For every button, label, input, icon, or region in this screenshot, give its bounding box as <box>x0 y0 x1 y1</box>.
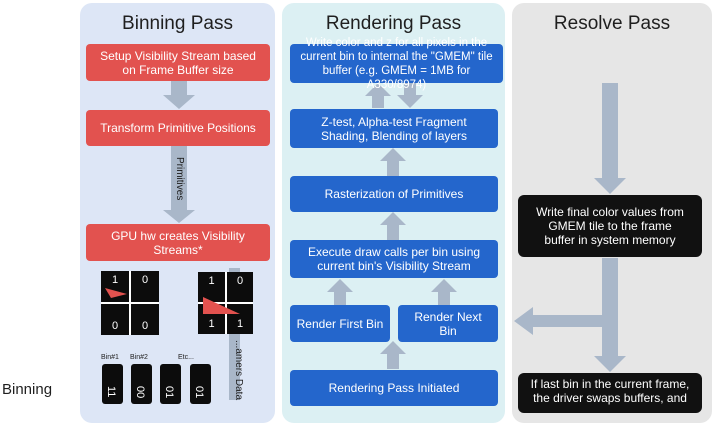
grid1-cell-bl: 0 <box>111 320 119 332</box>
stream-4-bits: 01 <box>193 386 205 399</box>
gpu-visibility-streams-box: GPU hw creates Visibility Streams* <box>86 224 270 261</box>
grid2-cell-tr: 0 <box>236 275 244 287</box>
arrow-setup-to-transform <box>163 81 195 109</box>
grid2-cell-tl: 1 <box>208 275 215 287</box>
arrow-resolve-to-lastbin <box>594 258 626 372</box>
visibility-stream-4: 01 <box>190 364 211 404</box>
grid2-divider-h <box>198 302 253 304</box>
render-next-bin-box: Render Next Bin <box>398 305 498 342</box>
binning-pass-title: Binning Pass <box>122 13 233 34</box>
rendering-pass-title: Rendering Pass <box>325 13 462 34</box>
grid2-triangle <box>203 297 240 314</box>
grid2-cell-br: 1 <box>236 318 244 330</box>
grid1-cell-tl: 1 <box>111 274 119 286</box>
rasterization-box: Rasterization of Primitives <box>290 176 498 212</box>
render-first-bin-box: Render First Bin <box>290 305 390 342</box>
arrow-write-to-ztest <box>397 83 423 108</box>
binning-caption: Binning <box>2 381 53 398</box>
resolve-pass-title: Resolve Pass <box>553 13 671 34</box>
arrow-ztest-to-write <box>365 83 391 108</box>
arrow-initiated-to-first <box>380 341 406 369</box>
grid2-cell-bl: 1 <box>208 318 215 330</box>
rendering-pass-initiated-box: Rendering Pass Initiated <box>290 370 498 406</box>
visibility-stream-1: 11 <box>102 364 123 404</box>
bin-label-2: Bin#2 <box>130 354 148 361</box>
grid1-cell-br: 0 <box>141 320 149 332</box>
stream-3-bits: 01 <box>163 386 175 399</box>
grid1-triangle <box>105 288 127 298</box>
arrow-execute-to-raster <box>380 212 406 240</box>
stream-2-bits: 00 <box>134 386 146 399</box>
bin-grid-2: 1 0 1 1 <box>198 272 253 334</box>
arrow-resolve-to-next <box>514 307 602 335</box>
visibility-stream-2: 00 <box>131 364 152 404</box>
arrow-raster-to-ztest <box>380 148 406 176</box>
setup-visibility-stream-box: Setup Visibility Stream based on Frame B… <box>86 44 270 81</box>
bin-label-1: Bin#1 <box>101 354 119 361</box>
arrow-stem-binning-right <box>229 268 240 400</box>
grid1-cell-tr: 0 <box>141 274 149 286</box>
transform-primitive-positions-box: Transform Primitive Positions <box>86 110 270 146</box>
stream-1-bits: 11 <box>105 386 117 398</box>
write-color-gmem-box: Write color and z for all pixels in the … <box>290 37 503 91</box>
last-bin-swap-box: If last bin in the current frame, the dr… <box>518 373 702 413</box>
visibility-stream-3: 01 <box>160 364 181 404</box>
write-final-color-box: Write final color values from GMEM tile … <box>518 195 702 257</box>
ztest-shading-box: Z-test, Alpha-test Fragment Shading, Ble… <box>290 109 498 148</box>
streamers-data-label: ...amers Data <box>233 340 244 401</box>
flow-arrows <box>163 81 626 400</box>
arrow-next-to-execute <box>431 279 457 305</box>
execute-draw-calls-box: Execute draw calls per bin using current… <box>290 240 498 278</box>
arrow-write-to-resolve <box>594 83 626 194</box>
arrow-transform-to-gpu <box>163 146 195 223</box>
arrow-first-to-execute <box>327 279 353 305</box>
grid1-divider-h <box>101 302 159 304</box>
bin-grid-1: 1 0 0 0 <box>101 271 159 335</box>
primitives-label: Primitives <box>174 157 185 201</box>
bin-label-etc: Etc... <box>178 354 194 361</box>
